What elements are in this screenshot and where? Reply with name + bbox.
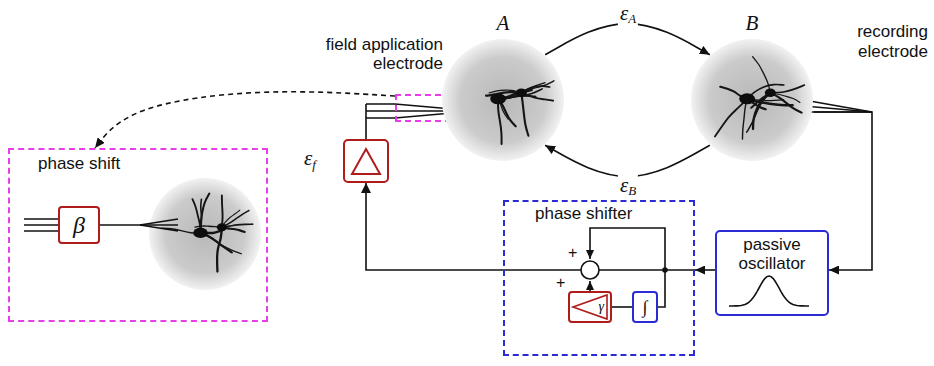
electrode-label: recording electrode	[818, 22, 928, 61]
dendrite	[192, 199, 200, 233]
soma	[193, 228, 208, 238]
dendrite	[217, 227, 222, 271]
soma	[516, 88, 527, 97]
electrode-label: field application electrode	[283, 35, 443, 74]
neuron-name: A	[441, 11, 565, 36]
dendrite	[770, 93, 801, 113]
dendrite	[521, 93, 528, 136]
phase-symbol: β	[73, 213, 85, 237]
dendrite	[742, 99, 747, 139]
integrator-symbol: ∫	[643, 298, 648, 316]
neuron-cell: A	[441, 38, 565, 162]
connector	[612, 306, 632, 308]
soma	[490, 93, 506, 104]
soma	[217, 223, 227, 231]
cell-ground	[691, 39, 813, 161]
inset-electrode	[100, 219, 178, 231]
neuron-image	[441, 38, 565, 162]
cell-ground	[442, 39, 564, 161]
oscillator-label: passive oscillator	[717, 236, 827, 273]
inset-title: phase shift	[38, 154, 120, 174]
sign-label: +	[556, 275, 565, 291]
oscillator-box: passive oscillator	[715, 230, 829, 316]
gain-label: εf	[304, 146, 316, 173]
stimulating-electrode	[366, 104, 452, 118]
neuron-cell: B	[690, 38, 814, 162]
dendrite	[201, 233, 242, 254]
neuron-image	[149, 178, 261, 290]
block-title: phase shifter	[535, 204, 632, 224]
phase-shift-box: β	[58, 206, 100, 244]
phase-shifter-box: phase shifter γ ∫	[503, 200, 695, 356]
dendrite	[201, 194, 210, 233]
neuron-name: B	[690, 11, 814, 36]
integrator-box: ∫	[632, 291, 658, 323]
connector	[545, 145, 710, 176]
gain-box: γ	[568, 291, 612, 323]
gain-triangle	[570, 293, 610, 321]
neuron-image	[690, 38, 814, 162]
sign-label: +	[568, 245, 577, 261]
dendrite	[201, 199, 202, 233]
coupling-label: εA	[618, 3, 638, 26]
gain-symbol: γ	[598, 300, 604, 314]
coupling-label: εB	[618, 175, 638, 198]
connector	[545, 24, 710, 55]
cell-ground	[149, 178, 261, 290]
dendrite	[753, 57, 771, 93]
dendrite	[222, 211, 249, 228]
connector	[695, 269, 715, 271]
dendrite	[221, 195, 224, 227]
soma	[765, 88, 776, 97]
inset-electrode	[24, 219, 58, 231]
amplifier-symbol	[344, 140, 388, 193]
soma	[739, 93, 755, 104]
inset-box: phase shift β	[8, 148, 268, 322]
recording-electrode	[804, 100, 872, 112]
